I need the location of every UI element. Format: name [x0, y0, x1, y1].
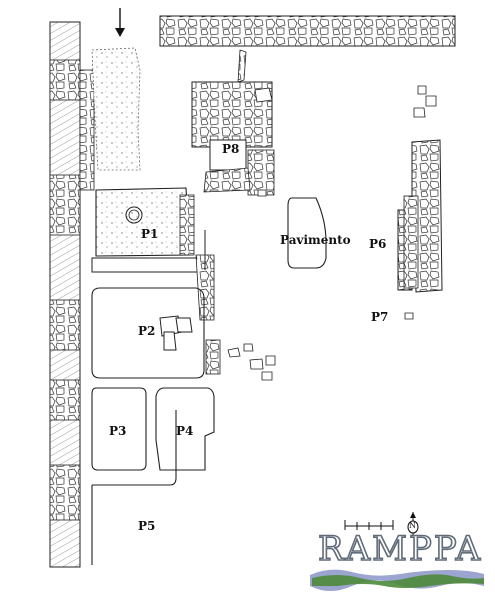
room-p4 — [155, 387, 215, 471]
label-p4: P4 — [176, 424, 194, 438]
north-indicator-icon — [407, 512, 419, 536]
label-p8: P8 — [222, 142, 240, 156]
room-p3 — [91, 387, 147, 471]
scattered-stones — [227, 85, 437, 381]
label-p5: P5 — [138, 519, 156, 533]
room-p5 — [91, 410, 177, 565]
north-label: N — [409, 521, 416, 530]
room-p1 — [91, 187, 215, 321]
p8-structure — [191, 49, 275, 196]
north-wall — [159, 15, 456, 47]
label-p1: P1 — [141, 227, 159, 241]
logo-wave — [310, 569, 484, 591]
label-pavimento: Pavimento — [280, 233, 351, 247]
label-p2: P2 — [138, 324, 156, 338]
room-p2 — [91, 287, 221, 379]
label-p6: P6 — [369, 237, 387, 251]
scale-bar — [344, 520, 394, 530]
west-wall — [49, 21, 95, 568]
east-wall — [397, 139, 443, 293]
rampa-logo: RAMPPA — [317, 529, 483, 569]
label-p7: P7 — [371, 310, 389, 324]
arrow-down-icon — [115, 8, 125, 37]
rubble-area — [91, 47, 141, 171]
label-p3: P3 — [109, 424, 127, 438]
pavimento-area — [287, 197, 327, 269]
